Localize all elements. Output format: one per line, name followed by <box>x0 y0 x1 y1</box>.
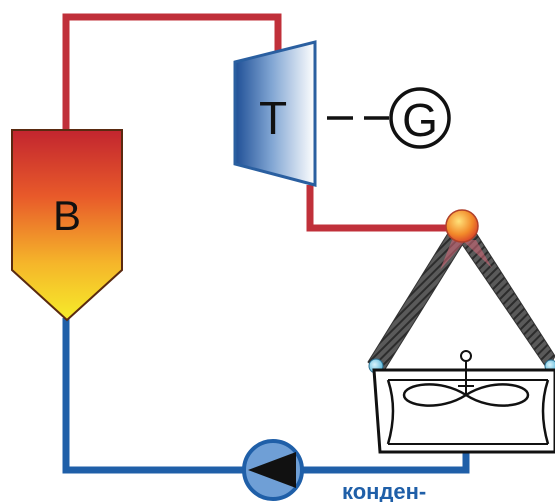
steam-header-knob <box>445 209 479 243</box>
air-condenser <box>367 209 555 454</box>
generator-label: G <box>402 94 438 146</box>
condenser-coil-icon <box>367 221 555 375</box>
boiler-label: B <box>53 192 81 239</box>
condensate-label: конден- <box>342 479 426 502</box>
pump <box>242 439 304 501</box>
cold-water-pipe <box>62 318 470 474</box>
fan-icon <box>402 350 530 407</box>
turbine: T <box>233 40 317 187</box>
fan-unit <box>372 350 555 454</box>
boiler-icon <box>11 129 123 322</box>
turbine-label: T <box>259 92 287 144</box>
hot-steam-pipe <box>62 13 462 232</box>
generator: G <box>389 87 451 149</box>
boiler: B <box>11 129 123 322</box>
turbine-icon <box>233 40 317 187</box>
generator-icon <box>389 87 451 149</box>
